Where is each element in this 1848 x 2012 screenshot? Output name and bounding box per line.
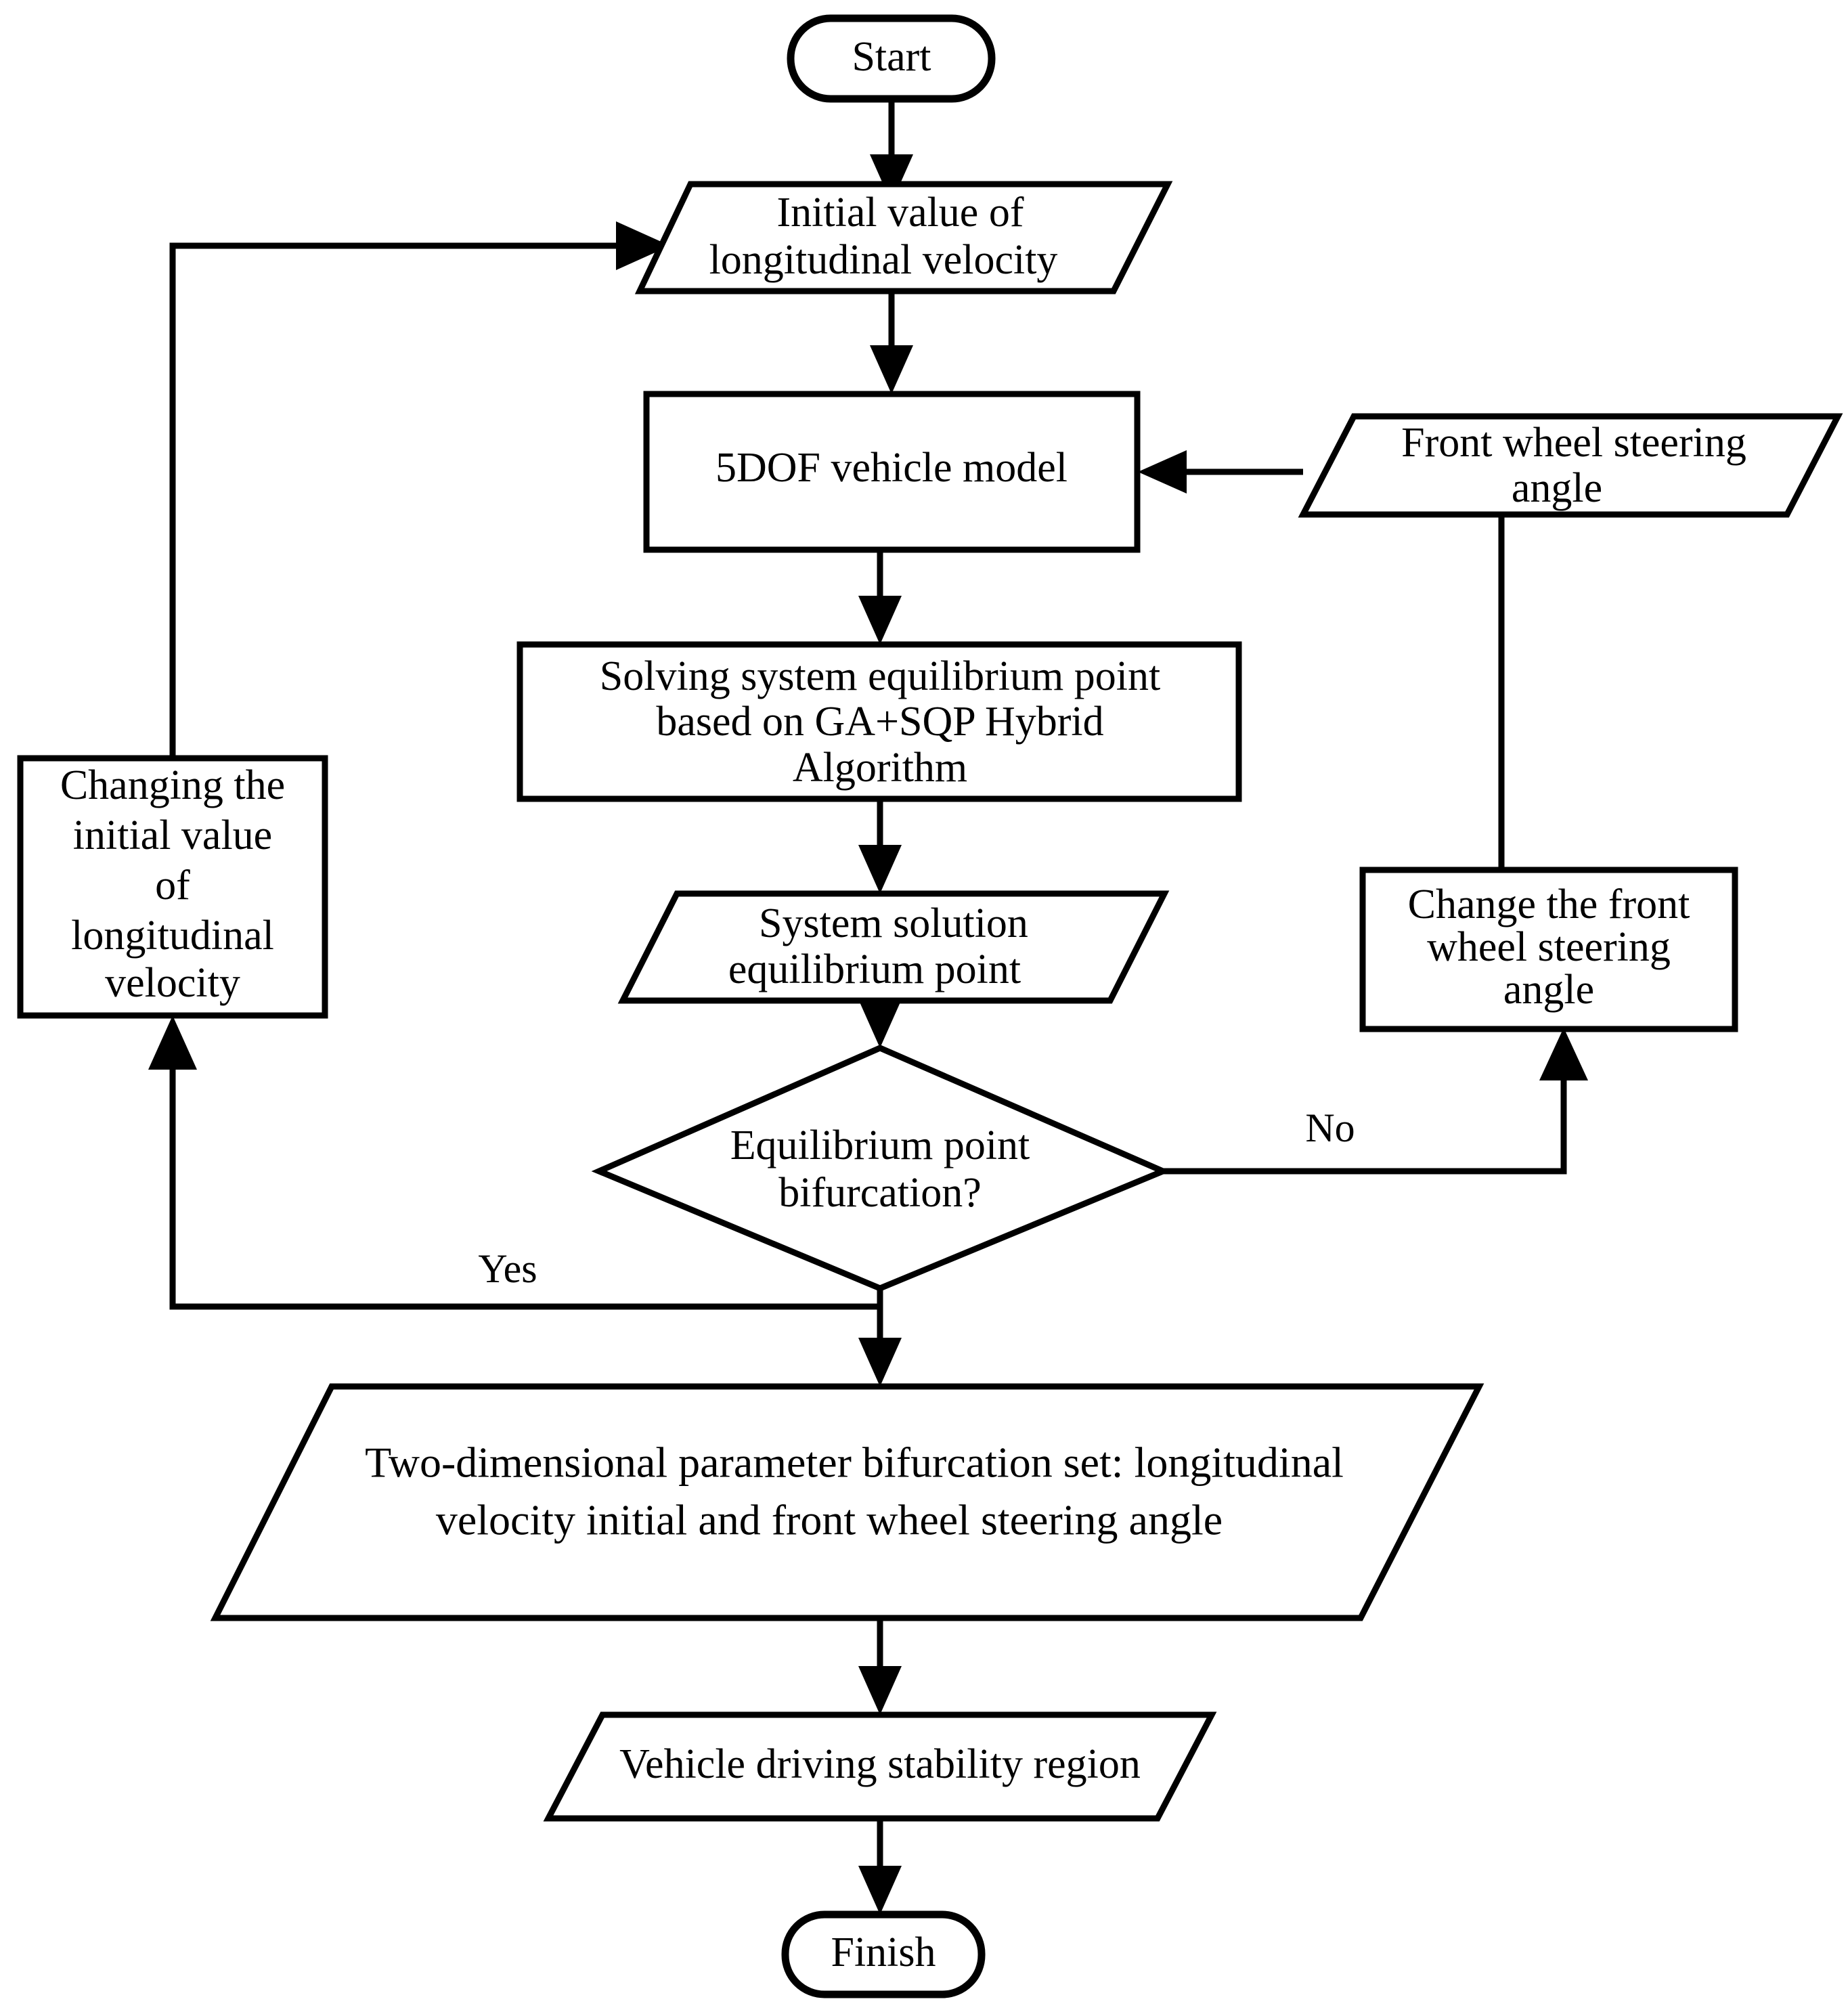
node-solving-line3: Algorithm [793,745,967,791]
node-front-wheel-input-line2: angle [1512,465,1602,511]
node-vehicle-model-label: 5DOF vehicle model [716,445,1068,491]
node-changing-initial-line2: initial value [73,812,272,858]
edge-stability-region-to-finish [858,1818,902,1915]
node-changing-initial-line5: velocity [105,960,240,1006]
node-bifurcation-set[interactable]: Two-dimensional parameter bifurcation se… [210,1383,1484,1621]
edge-decision-yes-to-changing-initial [148,1015,883,1310]
node-start-label: Start [852,34,931,80]
edge-decision-no-to-change-steering [1163,1028,1588,1175]
edge-decision-to-bifurcation-set [858,1307,902,1386]
node-finish-label: Finish [831,1929,936,1975]
node-system-solution-line2: equilibrium point [728,946,1021,992]
node-change-steering-line1: Change the front [1408,881,1690,927]
node-stability-region[interactable]: Vehicle driving stability region [543,1711,1217,1822]
node-bifurcation-set-line2: velocity initial and front wheel steerin… [436,1496,1223,1544]
node-decision[interactable]: Equilibrium point bifurcation? [591,1045,1171,1292]
node-finish[interactable]: Finish [781,1910,986,1998]
node-change-steering-line3: angle [1503,967,1594,1013]
node-changing-initial[interactable]: Changing the initial value of longitudin… [17,755,328,1019]
edge-bifurcation-set-to-stability-region [858,1618,902,1715]
node-solving[interactable]: Solving system equilibrium point based o… [516,641,1242,802]
node-change-steering-line2: wheel steering [1427,924,1671,970]
node-changing-initial-line4: longitudinal [71,913,274,959]
edge-start-to-initial-value [870,99,913,203]
node-initial-value-line1: Initial value of [777,190,1024,236]
edge-label-yes: Yes [478,1246,537,1291]
node-solving-line1: Solving system equilibrium point [600,653,1160,699]
node-decision-line1: Equilibrium point [730,1122,1030,1168]
edge-solving-to-system-solution [858,799,902,894]
node-changing-initial-line1: Changing the [60,762,285,808]
edge-label-no: No [1305,1106,1355,1150]
edge-initial-value-to-vehicle-model [870,291,913,394]
node-system-solution-line1: System solution [759,900,1028,946]
node-front-wheel-input-line1: Front wheel steering [1401,420,1746,466]
edge-changing-initial-to-initial-value [169,221,670,758]
node-vehicle-model[interactable]: 5DOF vehicle model [643,391,1141,553]
node-initial-value[interactable]: Initial value of longitudinal velocity [634,181,1173,294]
edge-vehicle-model-to-solving [858,550,902,644]
node-system-solution[interactable]: System solution equilibrium point [617,890,1170,1004]
node-solving-line2: based on GA+SQP Hybrid [656,699,1103,745]
node-initial-value-line2: longitudinal velocity [709,237,1058,283]
node-changing-initial-line3: of [155,862,190,909]
edge-front-wheel-to-vehicle-model [1138,450,1303,494]
edge-system-solution-to-decision [858,999,902,1048]
node-bifurcation-set-line1: Two-dimensional parameter bifurcation se… [365,1439,1344,1487]
node-front-wheel-input[interactable]: Front wheel steering angle [1298,413,1843,518]
node-stability-region-label: Vehicle driving stability region [619,1741,1141,1787]
node-change-steering[interactable]: Change the front wheel steering angle [1359,867,1738,1032]
node-decision-line2: bifurcation? [778,1170,982,1216]
node-start[interactable]: Start [787,14,996,103]
